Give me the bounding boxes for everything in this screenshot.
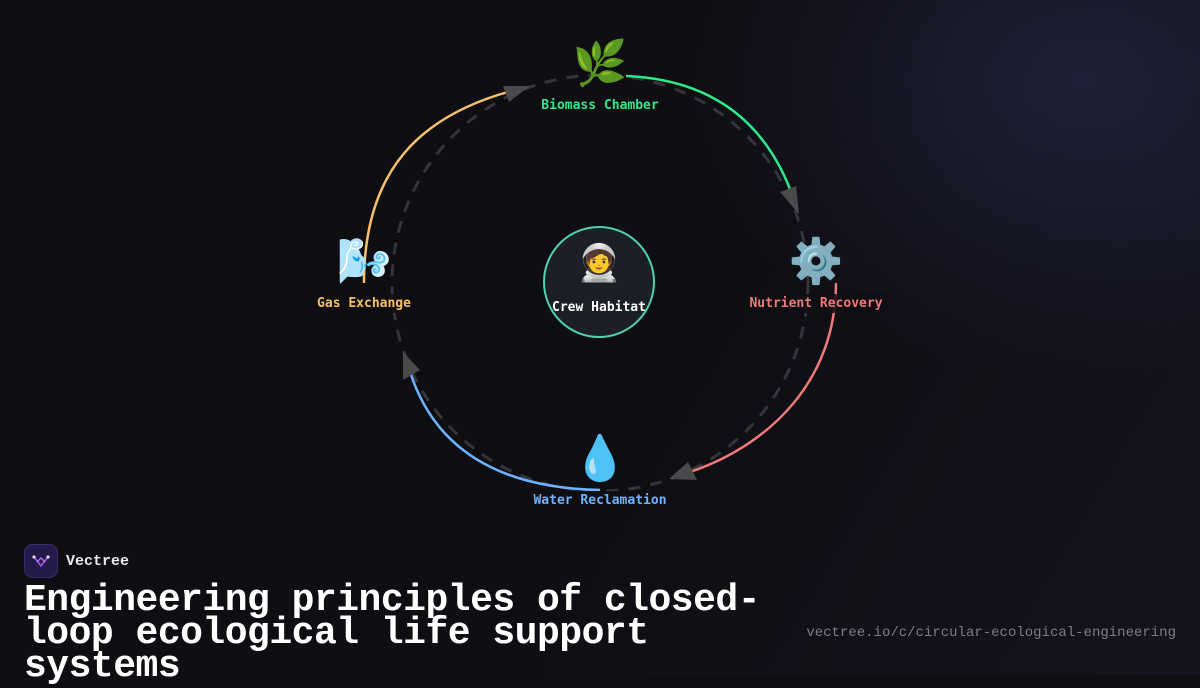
node-label-water: Water Reclamation xyxy=(527,491,673,510)
arrowhead-to-water xyxy=(669,462,697,480)
arrowhead-to-gas xyxy=(403,352,420,380)
node-water-reclamation: 💧 Water Reclamation xyxy=(527,433,673,510)
flow-gas-to-biomass xyxy=(362,88,516,284)
flow-biomass-to-nutrient xyxy=(625,74,796,201)
node-gas-exchange: 🌬️ Gas Exchange xyxy=(311,236,417,313)
leaf-icon: 🌿 xyxy=(572,38,628,89)
node-label-gas: Gas Exchange xyxy=(311,294,417,313)
hub-label: Crew Habitat xyxy=(552,300,646,315)
wind-icon: 🌬️ xyxy=(336,236,392,287)
brand[interactable]: Vectree xyxy=(24,544,129,578)
gear-icon: ⚙️ xyxy=(788,236,844,287)
flow-water-to-gas xyxy=(406,364,601,492)
arrowhead-to-nutrient xyxy=(780,186,799,214)
node-biomass-chamber: 🌿 Biomass Chamber xyxy=(535,38,665,115)
page-url[interactable]: vectree.io/c/circular-ecological-enginee… xyxy=(806,625,1176,641)
dashed-ring xyxy=(390,73,810,493)
astronaut-icon: 🧑‍🚀 xyxy=(576,243,622,284)
node-nutrient-recovery: ⚙️ Nutrient Recovery xyxy=(743,236,889,313)
page-title: Engineering principles of closed-loop ec… xyxy=(24,579,761,688)
vectree-logo-icon xyxy=(24,544,58,578)
node-label-nutrient: Nutrient Recovery xyxy=(743,294,889,313)
arrowhead-to-biomass xyxy=(503,86,530,102)
brand-name: Vectree xyxy=(66,552,130,570)
node-label-biomass: Biomass Chamber xyxy=(535,96,665,115)
water-drop-icon: 💧 xyxy=(572,433,628,484)
hub-crew-habitat: 🧑‍🚀 Crew Habitat xyxy=(543,226,655,338)
flow-nutrient-to-water xyxy=(689,282,838,474)
